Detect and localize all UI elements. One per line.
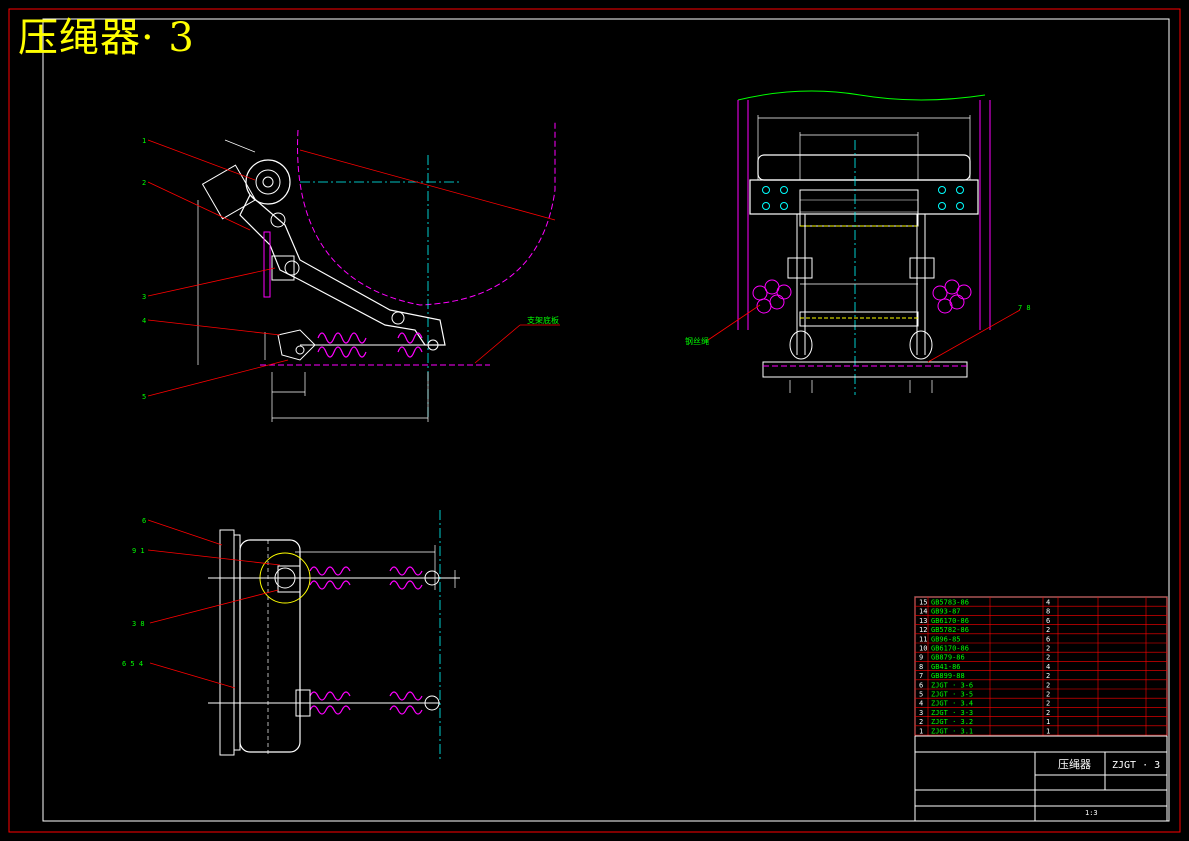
parts-row-qty: 2 (1046, 709, 1050, 717)
parts-row-qty: 2 (1046, 626, 1050, 634)
parts-row-qty: 2 (1046, 654, 1050, 662)
front-label-7-8: 7 8 (1018, 304, 1031, 312)
plan-label-6: 6 (142, 517, 146, 525)
parts-row-qty: 4 (1046, 599, 1050, 607)
drawing-title: 压绳器· 3 (18, 15, 195, 61)
parts-row-no: 10 (919, 645, 927, 653)
parts-row-qty: 1 (1046, 718, 1050, 726)
parts-row-no: 4 (919, 700, 923, 708)
parts-row-no: 12 (919, 626, 927, 634)
parts-row-code: ZJGT · 3-3 (931, 709, 973, 717)
parts-row-no: 11 (919, 635, 927, 643)
parts-row-code: GB6170-86 (931, 645, 969, 653)
parts-row-no: 3 (919, 709, 923, 717)
parts-row-no: 5 (919, 691, 923, 699)
parts-row-qty: 2 (1046, 700, 1050, 708)
plan-label-6-5-4: 6 5 4 (122, 660, 143, 668)
side-label-1: 1 (142, 137, 146, 145)
parts-row-no: 15 (919, 599, 927, 607)
title-block-drawing-name: 压绳器 (1058, 757, 1091, 771)
parts-row-qty: 8 (1046, 608, 1050, 616)
side-label-4: 4 (142, 317, 146, 325)
parts-row-code: GB5783-86 (931, 599, 969, 607)
parts-row-code: ZJGT · 3-5 (931, 691, 973, 699)
parts-row-no: 6 (919, 681, 923, 689)
parts-row-no: 13 (919, 617, 927, 625)
parts-row-code: GB899-88 (931, 672, 965, 680)
support-base-note: 支架底板 (527, 315, 559, 325)
side-label-5: 5 (142, 393, 146, 401)
inner-border (42, 18, 1170, 822)
plan-view: 6 9 1 3 8 6 5 4 (122, 510, 460, 760)
parts-row-code: ZJGT · 3.4 (931, 700, 973, 708)
parts-row-code: GB93-87 (931, 608, 961, 616)
parts-row-no: 2 (919, 718, 923, 726)
parts-row-code: GB41-86 (931, 663, 961, 671)
title-block-drawing-number: ZJGT · 3 (1112, 760, 1160, 771)
parts-row-code: GB879-86 (931, 654, 965, 662)
parts-row-qty: 2 (1046, 681, 1050, 689)
parts-row-code: ZJGT · 3-6 (931, 681, 973, 689)
parts-row-qty: 6 (1046, 617, 1050, 625)
parts-row-code: ZJGT · 3.1 (931, 727, 973, 735)
plan-label-3-8: 3 8 (132, 620, 145, 628)
parts-row-qty: 2 (1046, 691, 1050, 699)
parts-row-qty: 6 (1046, 635, 1050, 643)
parts-row-code: GB6170-86 (931, 617, 969, 625)
parts-row-no: 7 (919, 672, 923, 680)
parts-row-no: 14 (919, 608, 927, 616)
side-label-3: 3 (142, 293, 146, 301)
parts-row-no: 9 (919, 654, 923, 662)
parts-row-code: GB5782-86 (931, 626, 969, 634)
plan-label-9-1: 9 1 (132, 547, 145, 555)
parts-row-qty: 2 (1046, 645, 1050, 653)
parts-row-qty: 1 (1046, 727, 1050, 735)
outer-border (8, 8, 1181, 833)
side-view: 1 2 3 4 5 支架底板 (142, 120, 560, 422)
parts-row-no: 1 (919, 727, 923, 735)
parts-row-qty: 2 (1046, 672, 1050, 680)
parts-row-code: GB96-85 (931, 635, 961, 643)
parts-row-no: 8 (919, 663, 923, 671)
wire-rope-label: 钢丝绳 (685, 336, 709, 346)
side-label-2: 2 (142, 179, 146, 187)
front-view: 钢丝绳 7 8 (685, 90, 1031, 395)
parts-row-code: ZJGT · 3.2 (931, 718, 973, 726)
title-block-scale: 1:3 (1085, 809, 1098, 817)
parts-row-qty: 4 (1046, 663, 1050, 671)
